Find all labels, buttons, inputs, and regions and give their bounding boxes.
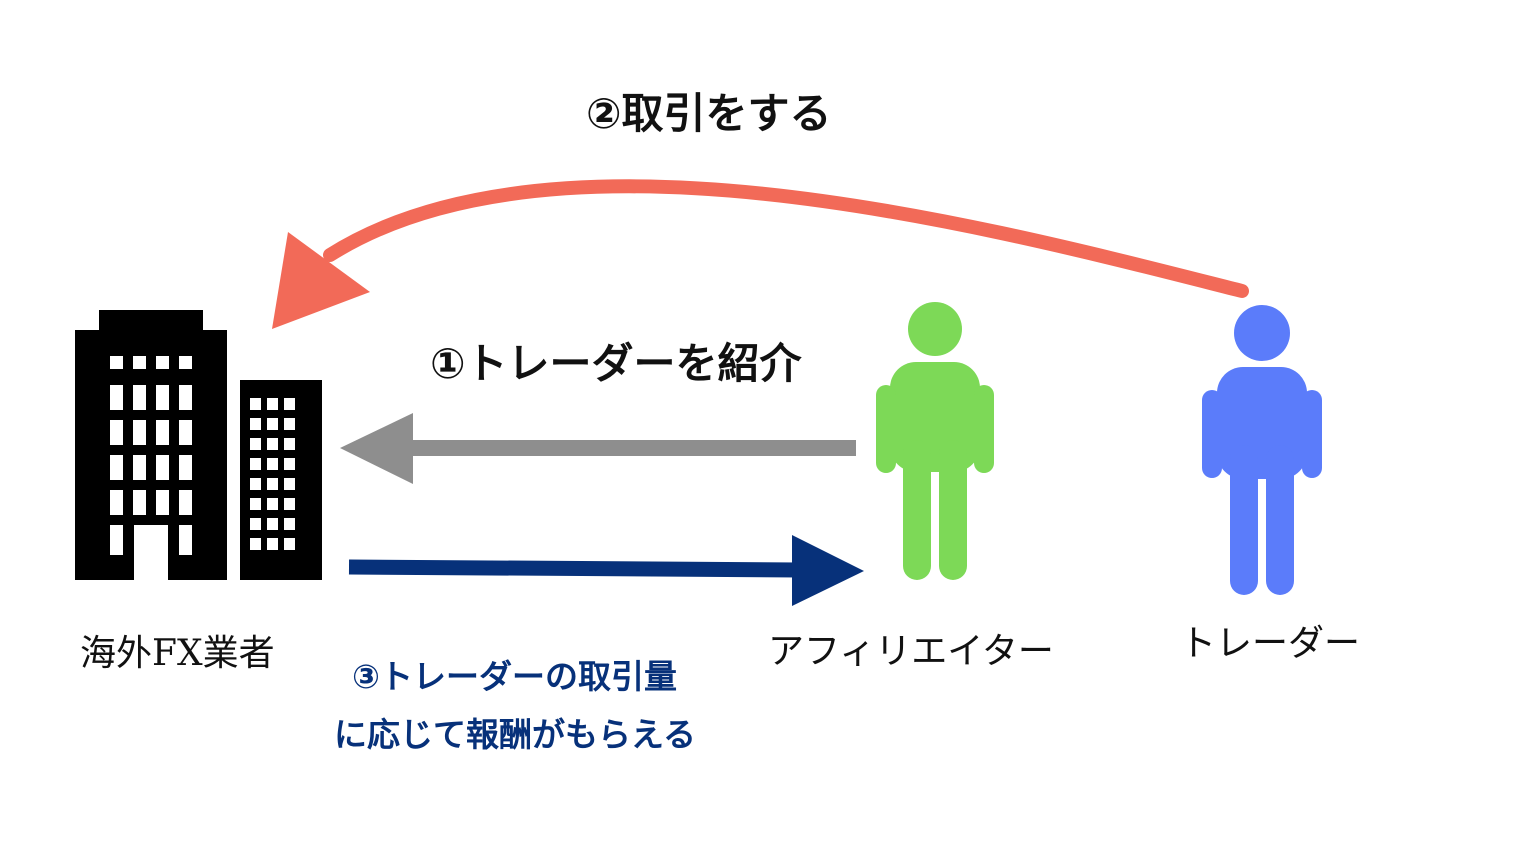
reward-arrow-head [792,535,864,606]
office-building-icon [75,310,322,580]
reward-label-line2: に応じて報酬がもらえる [334,715,697,754]
trader-label: トレーダー [1180,623,1361,664]
trader-person-icon [1202,305,1322,595]
trade-arrow-head [272,232,370,329]
reward-arrow-shaft [348,559,801,578]
trade-label: ②取引をする [586,89,832,138]
trade-arrow-shaft [323,179,1249,298]
fx-company-label: 海外FX業者 [80,633,275,674]
affiliator-person-icon [876,302,994,580]
reward-label-line1: ③トレーダーの取引量 [352,657,677,696]
introduce-label: ①トレーダーを紹介 [430,339,802,388]
affiliator-label: アフィリエイター [768,631,1054,672]
introduce-arrow-head [340,413,413,484]
